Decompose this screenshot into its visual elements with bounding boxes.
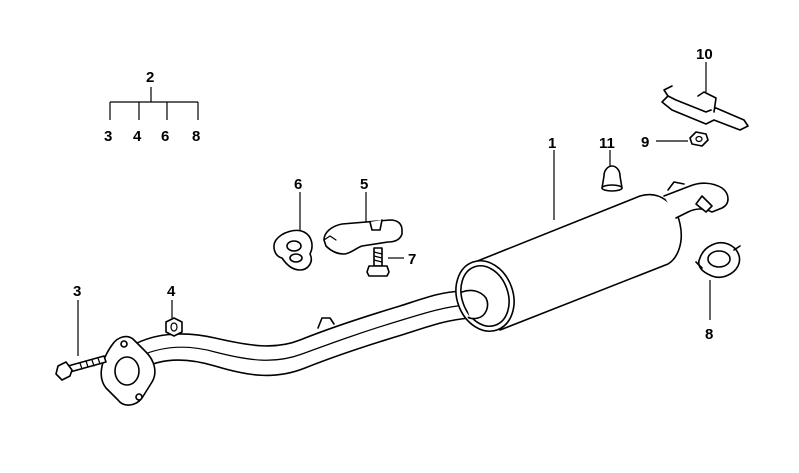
group-member-6: 6 (161, 128, 169, 145)
hex-bolt-3 (55, 355, 107, 381)
hex-nut-9 (689, 131, 709, 147)
callout-11: 11 (599, 135, 615, 152)
callout-8: 8 (705, 326, 713, 343)
front-pipe (100, 290, 471, 406)
callout-7: 7 (408, 251, 416, 268)
mounting-bracket (323, 219, 403, 255)
callout-3: 3 (73, 283, 81, 300)
callout-leaders (77, 62, 711, 356)
rear-silencer (455, 181, 729, 332)
callout-9: 9 (641, 134, 649, 151)
hex-nut-4 (165, 317, 183, 337)
callout-10: 10 (696, 46, 713, 63)
callout-group-2: 2 (146, 69, 154, 86)
kit-group-bracket: 2 3 4 6 8 (104, 69, 200, 145)
hex-bolt-7 (366, 247, 390, 277)
rubber-buffer (601, 165, 623, 192)
callout-1: 1 (548, 135, 556, 152)
rubber-hanger-hole-bottom (289, 253, 303, 263)
group-member-4: 4 (133, 128, 142, 145)
hanger-bracket-10 (661, 85, 749, 131)
group-member-8: 8 (192, 128, 200, 145)
group-member-3: 3 (104, 128, 112, 145)
rubber-hanger-hole-top (286, 240, 302, 252)
callout-4: 4 (167, 283, 176, 300)
callout-6: 6 (294, 176, 302, 193)
rubber-ring-mount (695, 242, 741, 279)
callout-5: 5 (360, 176, 368, 193)
